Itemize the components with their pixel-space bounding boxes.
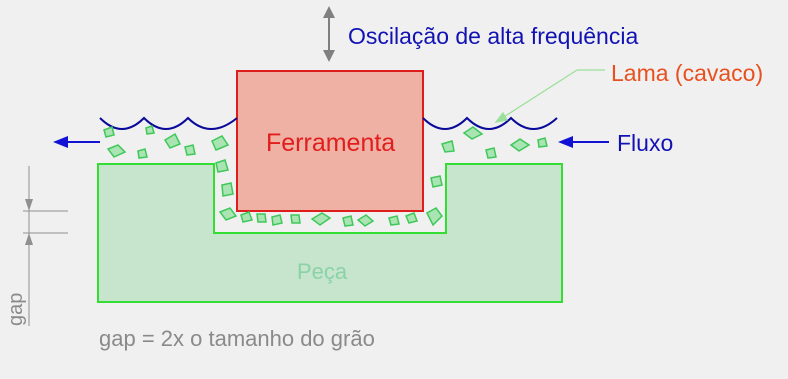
flow-label: Fluxo <box>617 130 674 156</box>
abrasive-grain <box>137 148 148 159</box>
abrasive-grain <box>218 207 238 221</box>
abrasive-grain <box>509 138 531 152</box>
workpiece-label: Peça <box>297 259 348 284</box>
abrasive-grain <box>106 144 127 158</box>
abrasive-grains <box>103 125 548 227</box>
workpiece <box>97 163 563 303</box>
abrasive-grain <box>405 212 418 224</box>
slurry-leader-line <box>494 69 605 123</box>
gap-axis-label: gap <box>5 292 27 326</box>
abrasive-grain <box>441 140 455 153</box>
oscillation-label: Oscilação de alta frequência <box>348 23 639 49</box>
abrasive-grain <box>103 126 115 138</box>
slurry-surface-right <box>422 116 558 130</box>
tool-label: Ferramenta <box>266 129 396 157</box>
abrasive-grain <box>430 175 443 188</box>
abrasive-grain <box>485 147 497 159</box>
abrasive-grain <box>342 215 354 227</box>
abrasive-grain <box>184 144 196 156</box>
abrasive-grain <box>211 135 230 151</box>
abrasive-grain <box>145 125 155 135</box>
double-arrow-vertical-icon <box>323 6 335 62</box>
abrasive-grain <box>290 214 301 224</box>
abrasive-grain <box>462 126 484 140</box>
abrasive-grain <box>271 214 283 226</box>
abrasive-grain <box>256 213 267 223</box>
abrasive-grain <box>537 137 548 148</box>
tool <box>236 70 424 212</box>
abrasive-grain <box>163 132 182 149</box>
gap-note: gap = 2x o tamanho do grão <box>99 326 375 351</box>
arrow-left-icon <box>558 136 609 148</box>
abrasive-grain <box>426 207 443 227</box>
arrow-left-icon <box>53 136 100 148</box>
abrasive-grain <box>388 215 400 226</box>
abrasive-grain <box>215 159 229 173</box>
abrasive-grain <box>310 212 332 226</box>
abrasive-grain <box>221 182 234 197</box>
gap-dimension <box>23 166 68 326</box>
abrasive-grain <box>240 211 254 223</box>
slurry-surface-left <box>99 116 238 130</box>
abrasive-grain <box>356 214 375 227</box>
slurry-label: Lama (cavaco) <box>611 60 764 86</box>
